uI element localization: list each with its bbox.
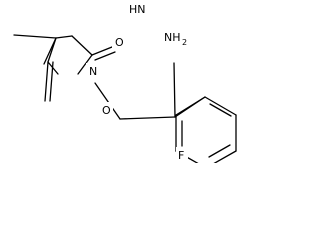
bond-c5-o-bottom-2 xyxy=(49,61,54,102)
atom-label-f: F xyxy=(178,149,184,162)
bond-ring-c2-n3 xyxy=(77,54,93,75)
chemical-structure: HN O N O NH 2 F xyxy=(13,1,237,163)
structure-canvas: HN O N O NH 2 F xyxy=(13,1,237,163)
bond-methyl-a xyxy=(13,34,57,39)
mask-o-bottom xyxy=(99,102,113,118)
atom-label-nh2-subscript: 2 xyxy=(182,38,187,47)
bond-aryl-6 xyxy=(175,96,206,116)
mask-nh xyxy=(126,1,148,17)
mask-n xyxy=(86,63,100,79)
atom-label-nh2: NH xyxy=(164,31,181,44)
bond-methyl-b xyxy=(43,37,57,65)
bond-c2-o-top-1 xyxy=(91,46,113,56)
bond-aryl-inner-1 xyxy=(209,103,232,117)
bond-ring-n1-c2 xyxy=(71,35,93,56)
mask-o-top xyxy=(112,34,126,50)
bond-ring-c5-n1 xyxy=(55,35,73,39)
bond-c2-o-top-2 xyxy=(94,51,116,61)
mask-nh2 xyxy=(163,29,187,47)
atom-label-o-bottom: O xyxy=(102,104,111,117)
mask-f xyxy=(176,147,188,162)
bond-aryl-3 xyxy=(213,150,237,163)
atom-label-n: N xyxy=(89,65,97,78)
bond-ch-nh2 xyxy=(173,62,176,118)
bond-c5-o-bottom-1 xyxy=(44,61,49,102)
bond-aryl-1 xyxy=(204,96,237,116)
bond-n-ch2 xyxy=(94,82,121,120)
bond-aryl-inner-2 xyxy=(208,144,231,158)
atom-label-o-top: O xyxy=(115,36,124,49)
bond-ch2-ch xyxy=(119,116,176,120)
atom-label-nh: HN xyxy=(129,3,146,16)
